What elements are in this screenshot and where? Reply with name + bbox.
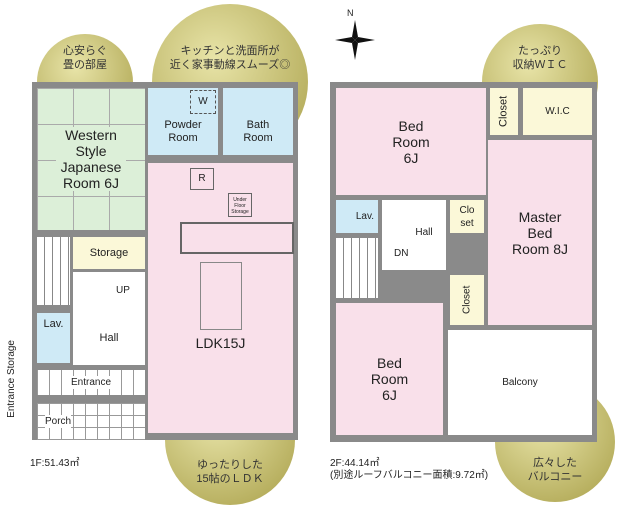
callout-ldk: ゆったりした 15帖のＬＤＫ bbox=[196, 459, 264, 485]
lavatory: Lav. bbox=[37, 313, 70, 363]
stairs bbox=[37, 237, 70, 305]
callout-kitchen: キッチンと洗面所が 近く家事動線スムーズ◎ bbox=[169, 45, 291, 71]
porch: Porch bbox=[37, 403, 145, 440]
closet-2: Clo set bbox=[450, 200, 484, 233]
under-floor-storage: Under Floor Storage bbox=[228, 193, 252, 217]
japanese-room: Western Style Japanese Room 6J bbox=[37, 88, 145, 230]
balcony: Balcony bbox=[448, 330, 592, 435]
entrance: Entrance bbox=[37, 370, 145, 395]
bath-room: Bath Room bbox=[223, 88, 293, 155]
ldk: LDK15J bbox=[148, 163, 293, 433]
up-label: UP bbox=[116, 285, 130, 296]
hall: Hall bbox=[73, 272, 145, 365]
callout-tatami: 心安らぐ 畳の部屋 bbox=[63, 45, 107, 71]
dining-table bbox=[200, 262, 242, 330]
compass-north-label: N bbox=[347, 8, 354, 18]
closet-3: Closet bbox=[450, 275, 484, 325]
bedroom-2: Bed Room 6J bbox=[336, 303, 443, 435]
callout-balcony: 広々した バルコニー bbox=[527, 457, 583, 483]
down-label: DN bbox=[394, 248, 409, 259]
walk-in-closet: W.I.C bbox=[523, 88, 592, 135]
stairs-2f bbox=[336, 238, 378, 298]
callout-wic: たっぷり 収納ＷＩＣ bbox=[512, 45, 568, 71]
washer: W bbox=[190, 90, 216, 114]
bedroom-1: Bed Room 6J bbox=[336, 88, 486, 195]
closet-1: Closet bbox=[490, 88, 518, 135]
floor1-area: 1F:51.43㎡ bbox=[30, 458, 80, 469]
lavatory-2f: Lav. bbox=[336, 200, 378, 233]
powder-room: Powder Room bbox=[148, 88, 218, 155]
entrance-storage-label: Entrance Storage bbox=[6, 340, 17, 418]
refrigerator: R bbox=[190, 168, 214, 190]
kitchen-counter bbox=[180, 222, 294, 254]
hall-2f: Hall bbox=[382, 200, 446, 270]
roof-balcony-area: (別途ルーフバルコニー面積:9.72㎡) bbox=[330, 470, 489, 481]
compass-icon bbox=[335, 20, 375, 60]
master-bedroom: Master Bed Room 8J bbox=[488, 140, 592, 325]
floor2-area: 2F:44.14㎡ bbox=[330, 458, 380, 469]
storage: Storage bbox=[73, 237, 145, 269]
